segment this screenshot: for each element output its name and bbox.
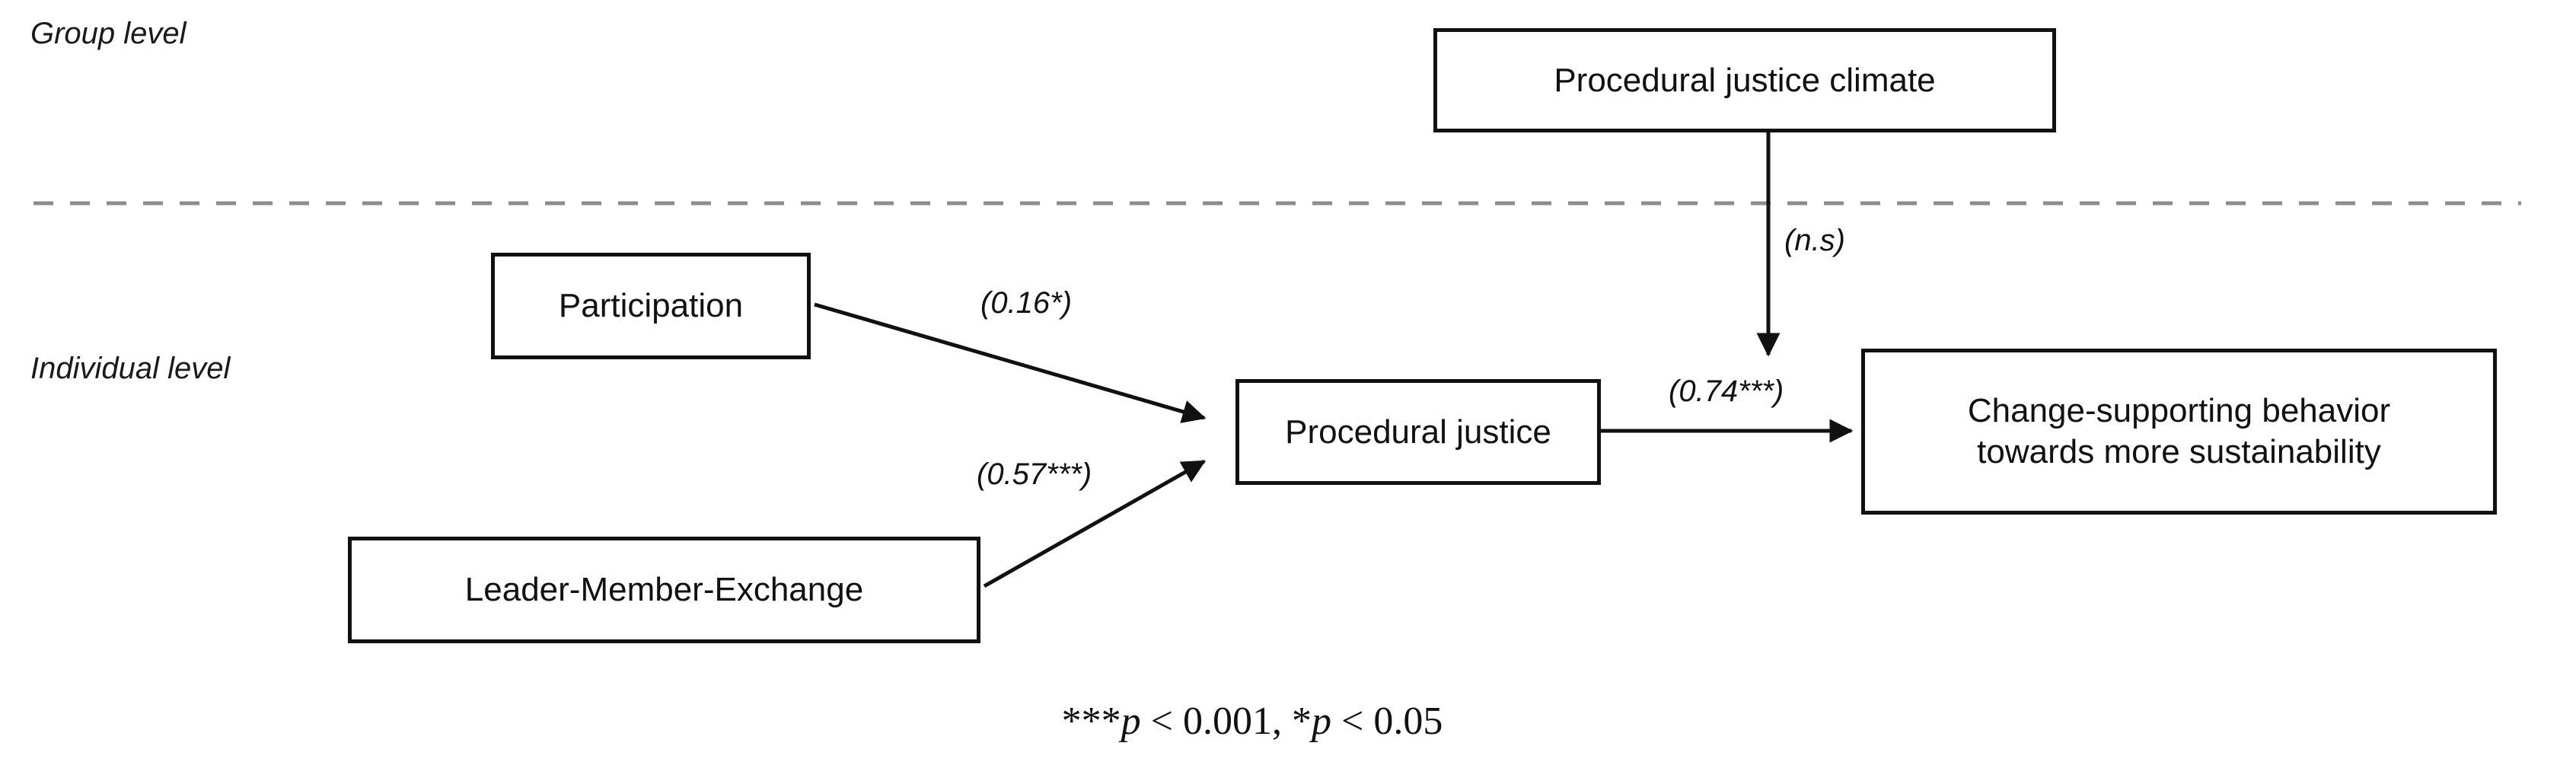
footnote-relation-2: < 0.05 (1331, 700, 1443, 743)
footnote-relation-1: < 0.001, (1140, 700, 1292, 743)
individual-level-caption: Individual level (30, 352, 231, 385)
node-label: Participation (558, 287, 744, 325)
edge-label-procedural-justice-climate-to-procedural-justice: (n.s) (1784, 224, 1845, 257)
edge-label-lmx-to-procedural-justice: (0.57***) (977, 457, 1092, 491)
node-procedural-justice-climate[interactable]: Procedural justice climate (1433, 28, 2056, 132)
footnote-p-2: p (1312, 700, 1331, 743)
footnote-stars-1: * (1292, 700, 1312, 743)
significance-footnote: ***p < 0.001, *p < 0.05 (0, 699, 2504, 744)
node-label-line-1: Change-supporting behavior (1967, 392, 2391, 430)
node-label: Procedural justice climate (1554, 61, 1936, 99)
node-leader-member-exchange[interactable]: Leader-Member-Exchange (348, 537, 980, 643)
node-procedural-justice[interactable]: Procedural justice (1235, 379, 1601, 485)
node-participation[interactable]: Participation (491, 253, 811, 359)
edge-participation-to-procedural-justice (814, 302, 1207, 423)
footnote-stars-3: *** (1061, 700, 1121, 743)
node-label-line-2: towards more sustainability (1977, 433, 2381, 470)
node-change-supporting-behavior[interactable]: Change-supporting behavior towards more … (1861, 349, 2497, 515)
footnote-p-1: p (1121, 700, 1141, 743)
node-label-multiline: Change-supporting behavior towards more … (1968, 390, 2390, 472)
group-level-caption: Group level (30, 17, 187, 50)
node-label: Leader-Member-Exchange (464, 571, 864, 609)
edge-label-procedural-justice-to-change-supporting-behavior: (0.74***) (1669, 375, 1784, 408)
node-label: Procedural justice (1285, 413, 1551, 451)
edge-label-participation-to-procedural-justice: (0.16*) (980, 286, 1073, 320)
